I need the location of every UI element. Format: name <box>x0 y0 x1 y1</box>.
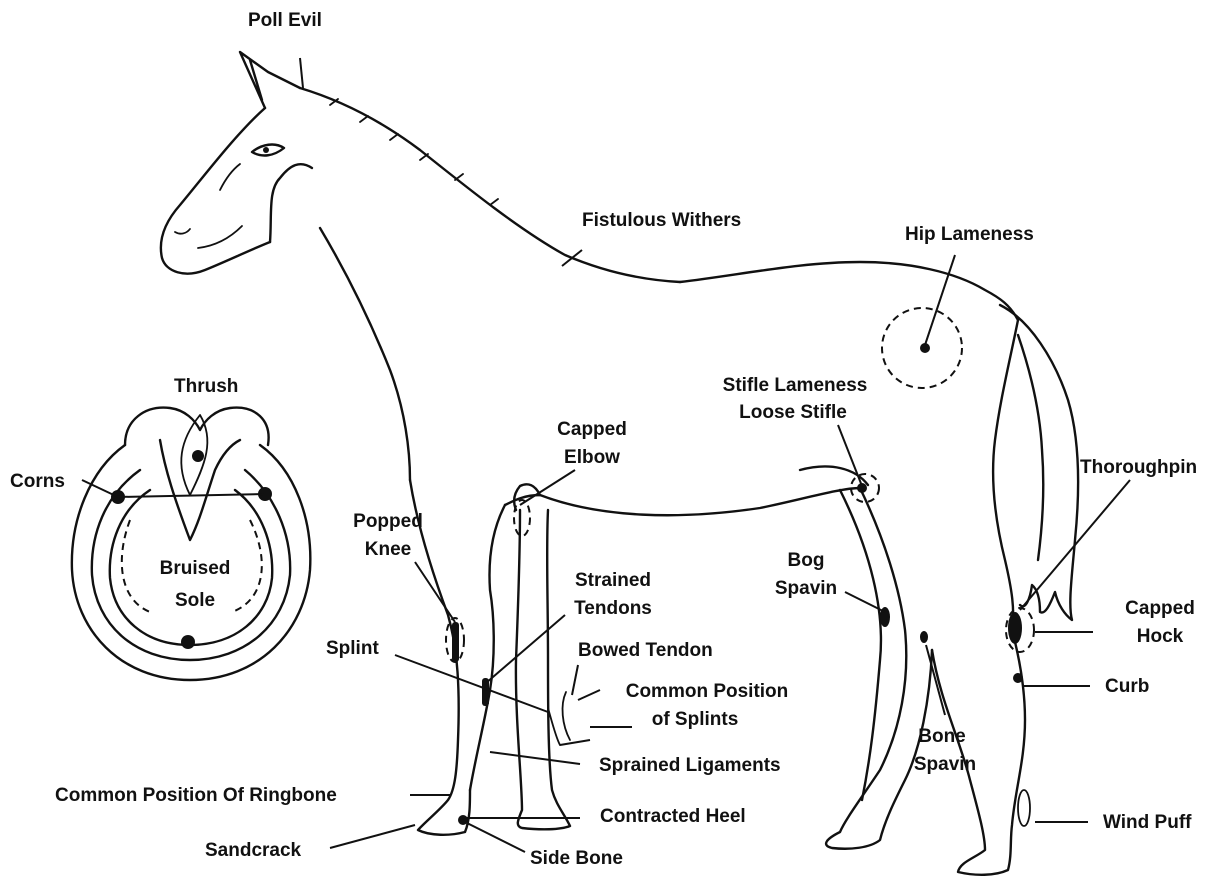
label-stifle-lameness: Stifle Lameness <box>723 375 868 396</box>
wind-puff-mark <box>1018 790 1030 826</box>
label-capped-elbow-1: Capped <box>557 419 627 440</box>
label-loose-stifle: Loose Stifle <box>739 402 847 423</box>
label-sandcrack: Sandcrack <box>205 840 302 861</box>
label-fistulous-withers: Fistulous Withers <box>582 210 741 231</box>
label-wind-puff: Wind Puff <box>1103 812 1192 833</box>
label-bog-spavin-2: Spavin <box>775 578 837 599</box>
label-bog-spavin-1: Bog <box>788 550 825 571</box>
label-common-position-splints-2: of Splints <box>652 709 739 730</box>
label-strained-tendons-2: Tendons <box>574 598 652 619</box>
labels: Poll Evil Fistulous Withers Hip Lameness… <box>10 10 1197 869</box>
label-common-position-splints-1: Common Position <box>626 681 789 702</box>
label-hip-lameness: Hip Lameness <box>905 224 1034 245</box>
label-curb: Curb <box>1105 676 1149 697</box>
label-thrush: Thrush <box>174 376 238 397</box>
label-thoroughpin: Thoroughpin <box>1080 457 1197 478</box>
label-bone-spavin-1: Bone <box>918 726 966 747</box>
label-contracted-heel: Contracted Heel <box>600 806 746 827</box>
bowed-tendon-mark <box>563 692 570 740</box>
label-common-position-ringbone: Common Position Of Ringbone <box>55 785 337 806</box>
label-popped-knee-1: Popped <box>353 511 423 532</box>
label-bowed-tendon: Bowed Tendon <box>578 640 713 661</box>
label-side-bone: Side Bone <box>530 848 623 869</box>
label-corns: Corns <box>10 471 65 492</box>
label-capped-elbow-2: Elbow <box>564 447 620 468</box>
label-sprained-ligaments: Sprained Ligaments <box>599 755 781 776</box>
label-bruised-sole-1: Bruised <box>160 558 231 579</box>
label-strained-tendons-1: Strained <box>575 570 651 591</box>
capped-elbow-ring <box>514 500 530 536</box>
label-poll-evil: Poll Evil <box>248 10 322 31</box>
label-popped-knee-2: Knee <box>365 539 411 560</box>
label-bruised-sole-2: Sole <box>175 590 215 611</box>
hoof-underside-inset <box>72 408 310 680</box>
label-bone-spavin-2: Spavin <box>914 754 976 775</box>
label-splint: Splint <box>326 638 379 659</box>
label-capped-hock-1: Capped <box>1125 598 1195 619</box>
label-capped-hock-2: Hock <box>1137 626 1184 647</box>
